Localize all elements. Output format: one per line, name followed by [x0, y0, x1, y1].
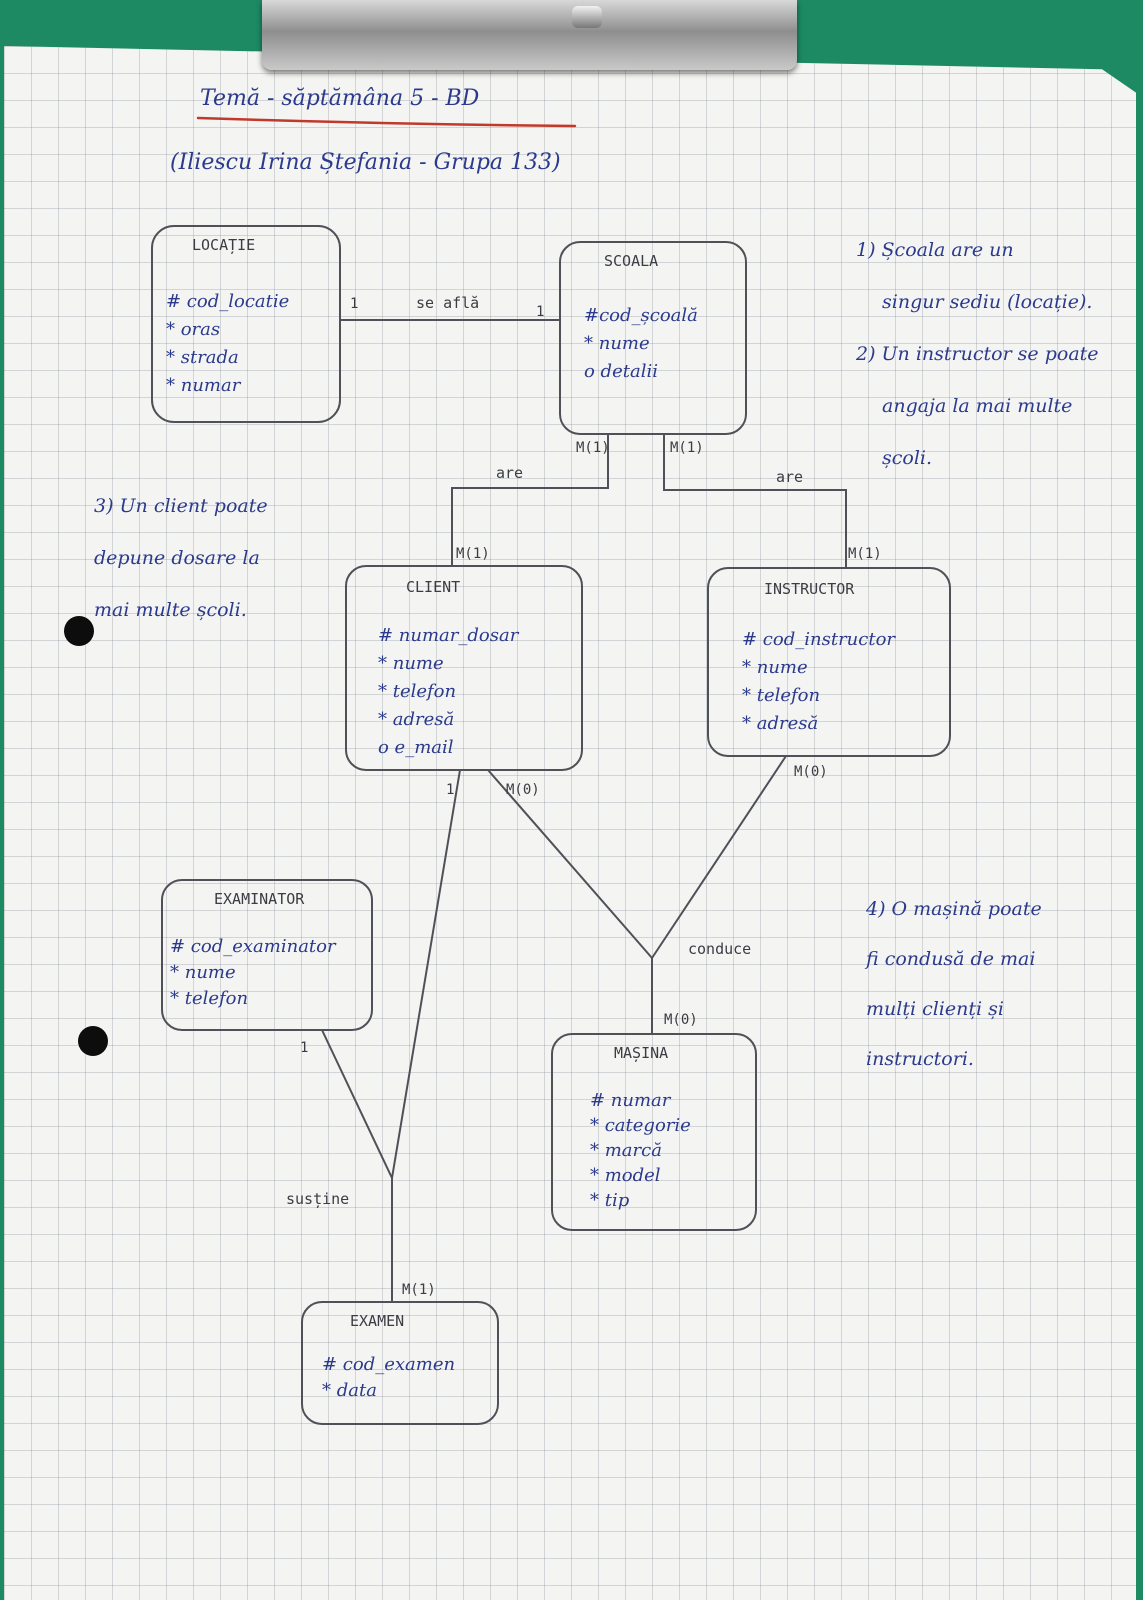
attr: o detalii: [584, 361, 658, 382]
entity-name-masina: MAȘINA: [614, 1044, 669, 1062]
grid-paper-sheet: [4, 46, 1136, 1600]
entity-box-scoala: [559, 241, 747, 435]
page-subtitle: (Iliescu Irina Ștefania - Grupa 133): [170, 150, 561, 175]
entity-name-examen: EXAMEN: [350, 1312, 405, 1330]
note-line: școli.: [882, 447, 933, 469]
punch-hole: [78, 1026, 108, 1056]
entity-attrs-examen: # cod_examen * data: [322, 1352, 455, 1404]
note-line: angaja la mai multe: [882, 395, 1073, 417]
rel-label-se-afla: se află: [416, 294, 480, 312]
clip-hinge-icon: [572, 6, 602, 28]
attr: * nume: [584, 333, 650, 354]
rel-label-sustine: susține: [286, 1190, 350, 1208]
entity-box-locatie: [151, 225, 341, 423]
rel-label-are-right: are: [776, 468, 804, 486]
cardinality-label: M(1): [848, 546, 882, 562]
note-line: 4) O mașină poate: [866, 898, 1042, 920]
attr: * telefon: [742, 685, 821, 706]
entity-box-examen: [301, 1301, 499, 1425]
attr: # cod_examen: [322, 1354, 456, 1375]
attr: * nume: [170, 962, 236, 983]
attr: * categorie: [590, 1115, 691, 1136]
attr: * adresă: [378, 709, 455, 730]
attr: # cod_examinator: [170, 936, 336, 957]
attr: # numar_dosar: [378, 625, 519, 646]
attr: * telefon: [378, 681, 457, 702]
cardinality-label: M(1): [456, 546, 490, 562]
entity-box-instructor: [707, 567, 951, 757]
attr: * nume: [378, 653, 444, 674]
clipboard-clip: [262, 0, 797, 70]
attr: * model: [590, 1165, 661, 1186]
cardinality-label: M(0): [664, 1012, 698, 1028]
attr: * telefon: [170, 988, 249, 1009]
rel-line-are-left: [451, 433, 609, 567]
rel-line-are-right: [663, 433, 847, 569]
attr: # cod_instructor: [742, 629, 896, 650]
page-title: Temă - săptămâna 5 - BD: [200, 86, 480, 111]
note-line: mulți clienți și: [866, 998, 1004, 1020]
note-line: mai multe școli.: [94, 599, 247, 621]
attr: * tip: [590, 1190, 630, 1211]
note-1-2: 1) Școala are un singur sediu (locație).…: [856, 224, 1099, 484]
cardinality-label: M(1): [670, 440, 704, 456]
rel-label-conduce: conduce: [688, 940, 752, 958]
note-line: 1) Școala are un: [856, 239, 1014, 261]
rel-line-conduce-instructor: [651, 755, 787, 959]
note-line: 2) Un instructor se poate: [856, 343, 1099, 365]
cardinality-label: M(0): [794, 764, 828, 780]
cardinality-label: 1: [536, 304, 545, 320]
rel-line-conduce-client: [487, 769, 653, 959]
entity-name-examinator: EXAMINATOR: [214, 890, 305, 908]
attr: * adresă: [742, 713, 819, 734]
entity-name-client: CLIENT: [406, 578, 461, 596]
entity-attrs-examinator: # cod_examinator * nume * telefon: [170, 934, 336, 1012]
attr: * strada: [166, 347, 239, 368]
note-line: depune dosare la: [94, 547, 260, 569]
note-line: fi condusă de mai: [866, 948, 1036, 970]
attr: * data: [322, 1380, 377, 1401]
entity-box-client: [345, 565, 583, 771]
attr: * nume: [742, 657, 808, 678]
attr: # numar: [590, 1090, 671, 1111]
cardinality-label: M(0): [506, 782, 540, 798]
attr: * marcă: [590, 1140, 662, 1161]
rel-label-are-left: are: [496, 464, 524, 482]
attr: o e_mail: [378, 737, 454, 758]
attr: #cod_școală: [584, 305, 698, 326]
punch-hole: [64, 616, 94, 646]
entity-name-scoala: SCOALA: [604, 252, 659, 270]
cardinality-label: M(1): [576, 440, 610, 456]
note-4: 4) O mașină poate fi condusă de mai mulț…: [866, 884, 1042, 1084]
attr: * oras: [166, 319, 221, 340]
attr: # cod_locatie: [166, 291, 290, 312]
note-line: 3) Un client poate: [94, 495, 268, 517]
note-line: singur sediu (locație).: [882, 291, 1093, 313]
entity-box-examinator: [161, 879, 373, 1031]
entity-attrs-client: # numar_dosar * nume * telefon * adresă …: [378, 622, 518, 762]
entity-name-locatie: LOCAȚIE: [192, 236, 256, 254]
rel-line-sustine-client: [391, 769, 461, 1179]
note-3: 3) Un client poate depune dosare la mai …: [94, 480, 268, 636]
title-underline: [196, 116, 577, 128]
cardinality-label: 1: [350, 296, 359, 312]
note-line: instructori.: [866, 1048, 974, 1070]
entity-attrs-locatie: # cod_locatie * oras * strada * numar: [166, 288, 289, 400]
rel-line-sustine-examinator: [321, 1029, 393, 1179]
entity-name-instructor: INSTRUCTOR: [764, 580, 855, 598]
cardinality-label: 1: [446, 782, 455, 798]
cardinality-label: M(1): [402, 1282, 436, 1298]
cardinality-label: 1: [300, 1040, 309, 1056]
entity-box-masina: [551, 1033, 757, 1231]
entity-attrs-scoala: #cod_școală * nume o detalii: [584, 302, 698, 386]
entity-attrs-instructor: # cod_instructor * nume * telefon * adre…: [742, 626, 895, 738]
attr: * numar: [166, 375, 241, 396]
entity-attrs-masina: # numar * categorie * marcă * model * ti…: [590, 1088, 691, 1213]
